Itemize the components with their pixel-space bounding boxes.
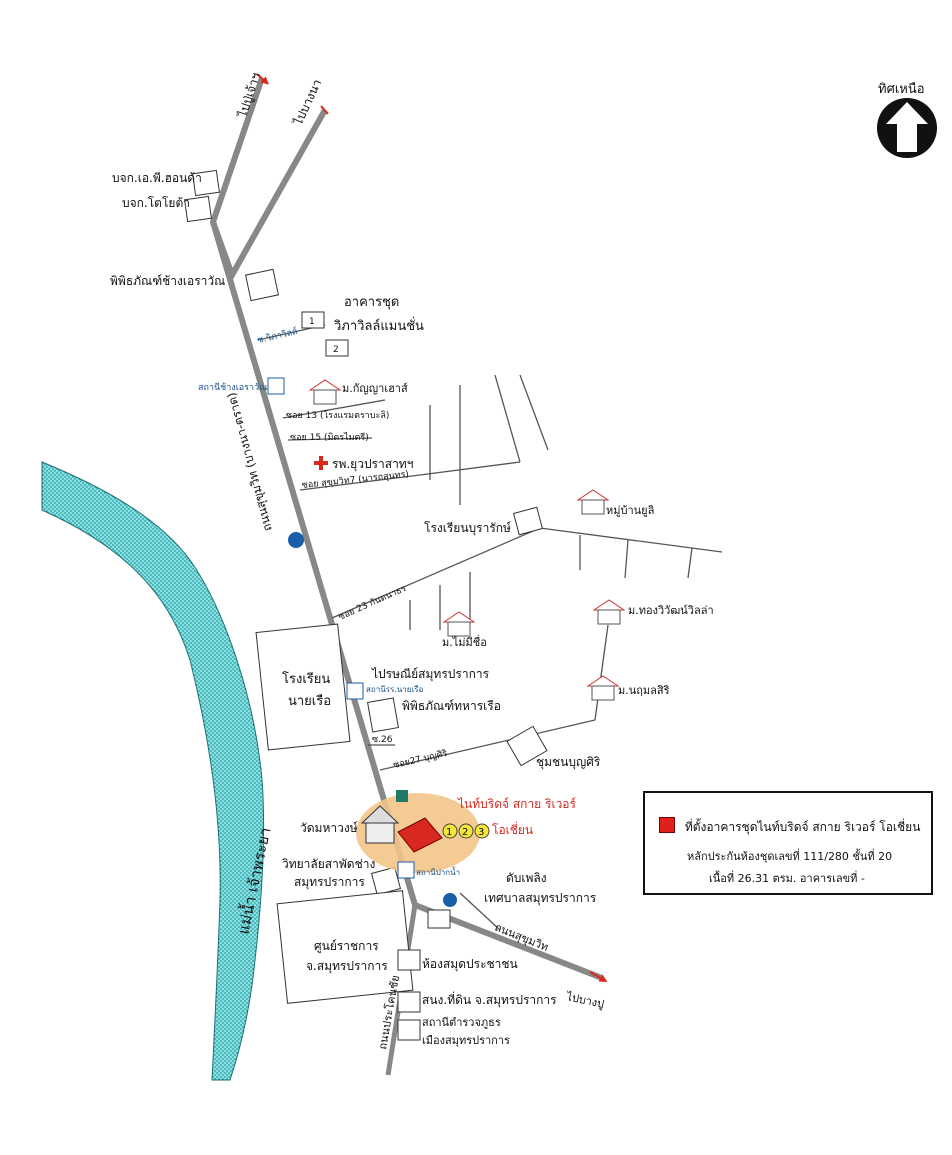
project-name: ไนท์บริดจ์ สกาย ริเวอร์	[457, 797, 577, 811]
label-college-1: วิทยาลัยสาพัดช่าง	[282, 857, 376, 871]
main-road	[209, 77, 604, 981]
label-to-bangpu: ไปบางปู	[564, 990, 605, 1011]
label-kanyanard: ม.กัญญาเฮาส์	[342, 382, 408, 395]
label-fire-2: เทศบาลสมุทรปราการ	[484, 891, 597, 906]
label-hospital: รพ.ยุวปราสาทฯ	[332, 457, 413, 472]
label-school-naval-1: โรงเรียน	[282, 671, 330, 687]
legend-line3: เนื้อที่ 26.31 ตรม. อาคารเลขที่ -	[709, 872, 865, 885]
label-soi26: ซ.26	[372, 735, 393, 745]
temple-icon	[360, 805, 400, 844]
label-bts-naval: สถานีรร.นายเรือ	[366, 685, 424, 694]
label-museum-naval: พิพิธภัณฑ์ทหารเรือ	[402, 699, 501, 713]
label-library: ห้องสมุดประชาชน	[422, 957, 518, 972]
label-school-burarak: โรงเรียนบุรารักษ์	[424, 521, 511, 536]
label-company-1: บจก.เอ.พี.ฮอนด้า	[112, 171, 202, 185]
house-icons	[308, 379, 626, 701]
label-gov-center-2: จ.สมุทรปราการ	[306, 959, 388, 974]
label-college-2: สมุทรปราการ	[294, 875, 365, 890]
fuel-icon	[443, 893, 457, 907]
hospital-icon	[314, 456, 328, 470]
label-museum-erawan: พิพิธภัณฑ์ช้างเอราวัณ	[110, 274, 225, 288]
north-label: ทิศเหนือ	[878, 82, 925, 97]
bangna-branch	[210, 108, 328, 283]
label-bts-erawan: สถานีช้างเอราวัณ	[198, 382, 267, 393]
label-soi-vipawill: ซ.วิภาวิลล์	[256, 325, 299, 346]
label-community-bunsiri: ชุมชนบุญศิริ	[536, 755, 601, 770]
label-police-2: เมืองสมุทรปราการ	[422, 1034, 510, 1047]
label-bts-paknam: สถานีปากน้ำ	[416, 866, 460, 877]
label-to-top: ไปปู่เจ้าฯ	[235, 71, 264, 120]
label-village-nathong: ม.นฤมลสิริ	[618, 684, 670, 697]
misc-icon	[396, 790, 408, 802]
tower-badges: 1 2 3	[442, 823, 490, 839]
north-arrow-icon	[877, 98, 937, 158]
label-village-maimeechue: ม.ไม่มีชื่อ	[442, 634, 487, 649]
project-ocean: โอเชี่ยน	[492, 821, 533, 837]
side-streets	[257, 324, 723, 931]
label-gov-center-1: ศูนย์ราชการ	[314, 939, 379, 954]
label-soi23: ซอย 23 กันตนาธร	[337, 584, 408, 623]
label-condo-num2: 2	[333, 345, 339, 355]
label-soi-sukhumvit7: ซอย สุขุมวิท7 (นารถสุนทร)	[301, 469, 409, 491]
label-village-thongwiwat: ม.ทองวิวัฒน์วิลล่า	[628, 604, 714, 617]
fuel-icon	[288, 532, 304, 548]
label-condo-title: อาคารชุด	[344, 295, 399, 310]
label-school-naval-2: นายเรือ	[288, 693, 331, 709]
svg-text:3: 3	[478, 827, 484, 838]
label-soi15: ซอย 15 (มิตรไมตรี)	[290, 432, 369, 443]
building-outlines	[184, 169, 548, 1041]
bts-icon	[267, 377, 415, 879]
legend: ที่ตั้งอาคารชุดไนท์บริดจ์ สกาย ริเวอร์ โ…	[643, 791, 933, 895]
legend-title: ที่ตั้งอาคารชุดไนท์บริดจ์ สกาย ริเวอร์ โ…	[684, 820, 921, 834]
label-land-office: สนง.ที่ดิน จ.สมุทรปราการ	[422, 991, 557, 1008]
label-company-2: บจก.โตโยต้า	[122, 196, 190, 210]
river	[41, 461, 265, 1081]
svg-text:2: 2	[462, 827, 468, 838]
label-condo-name: วิภาวิลล์แมนชั่น	[333, 317, 424, 334]
legend-swatch	[659, 817, 675, 833]
label-fire-1: ดับเพลิง	[506, 871, 547, 885]
label-police-1: สถานีตำรวจภูธร	[422, 1016, 501, 1029]
label-village-ubon: หมู่บ้านยูลิ	[606, 504, 654, 517]
label-soi27: ซอย27 บุญศิริ	[392, 748, 448, 771]
label-soi13: ซอย 13 (โรงแรมตราบะลิ)	[286, 410, 389, 421]
project-block	[397, 817, 443, 853]
label-temple: วัดมหาวงษ์	[300, 821, 358, 835]
legend-line2: หลักประกันห้องชุดเลขที่ 111/280 ชั้นที่ …	[687, 850, 893, 863]
svg-text:1: 1	[446, 827, 452, 838]
label-condo-num1: 1	[309, 317, 315, 327]
label-post-office: ไปรษณีย์สมุทรปราการ	[371, 667, 490, 682]
